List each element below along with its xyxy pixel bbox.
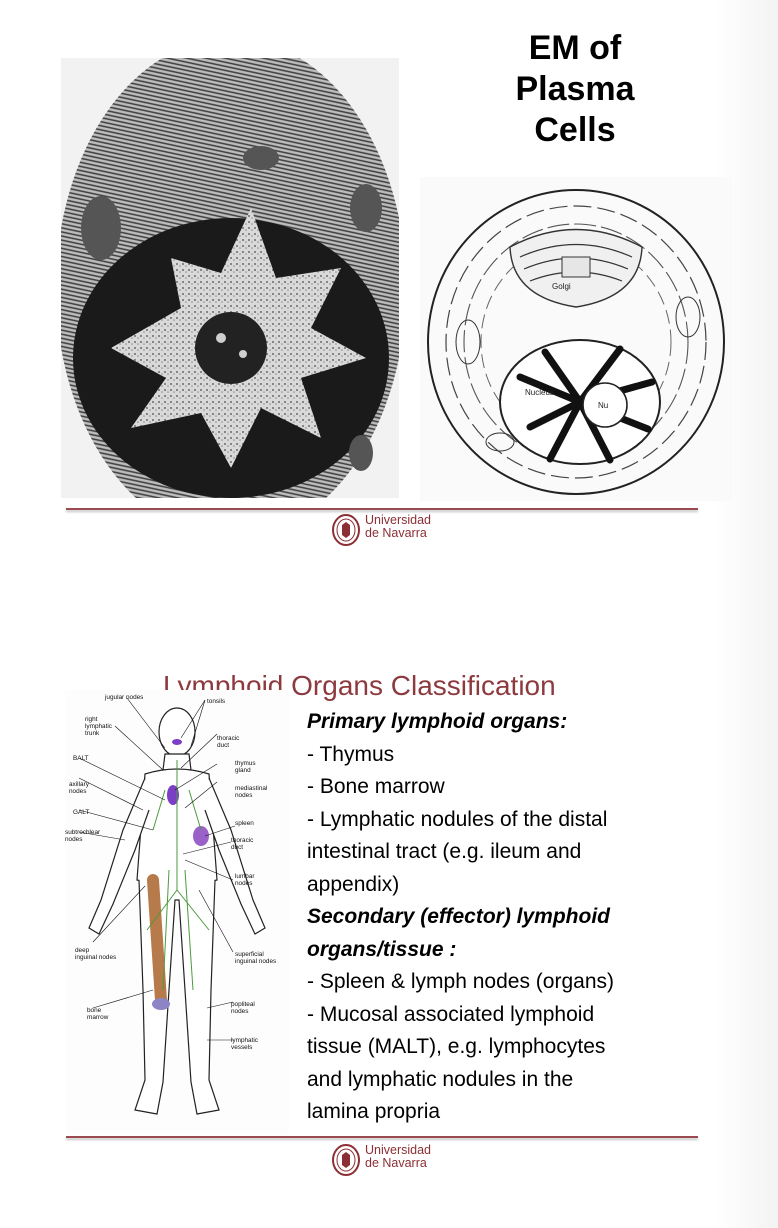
- diagram-label: lymphatic: [85, 723, 113, 730]
- bullet-line: lamina propria: [307, 1100, 441, 1123]
- university-seal-icon: [332, 1144, 360, 1176]
- logo-line: de Navarra: [365, 526, 427, 540]
- nucleus-label: Nucleus: [525, 388, 554, 397]
- divider-line: [66, 1136, 698, 1138]
- slide-lymphoid-organs: Lymphoid Organs Classification: [0, 614, 778, 1228]
- university-seal-icon: [332, 514, 360, 546]
- diagram-label: spleen: [235, 820, 254, 827]
- diagram-label: lumbar: [235, 873, 255, 880]
- classification-text: Primary lymphoid organs: - Thymus - Bone…: [307, 706, 697, 1129]
- lymphatic-system-diagram: jugular nodes tonsils right lymphatic tr…: [65, 690, 289, 1134]
- diagram-label: deep: [75, 947, 90, 954]
- diagram-label: nodes: [231, 1008, 248, 1015]
- diagram-label: bone: [87, 1007, 102, 1014]
- diagram-label: thymus: [235, 760, 256, 767]
- logo-line: Universidad: [365, 1143, 432, 1157]
- bullet-line: appendix): [307, 872, 400, 896]
- diagram-label: marrow: [87, 1014, 109, 1021]
- divider-line: [66, 508, 698, 510]
- university-name: Universidad de Navarra: [365, 514, 431, 540]
- bullet-line: - Thymus: [307, 742, 395, 766]
- diagram-label: gland: [235, 767, 251, 774]
- logo-line: Universidad: [365, 513, 432, 527]
- diagram-label: nodes: [69, 788, 86, 795]
- title-line: Plasma: [515, 70, 635, 108]
- diagram-label: popliteal: [231, 1001, 255, 1008]
- diagram-label: inguinal nodes: [75, 954, 116, 961]
- diagram-label: trunk: [85, 730, 100, 737]
- cell-drawing-image: Golgi Nucleus Nu: [427, 189, 725, 495]
- slide-title: EM of Plasma Cells: [470, 28, 680, 151]
- body-diagram-image: jugular nodes tonsils right lymphatic tr…: [65, 694, 276, 1115]
- diagram-label: GALT: [73, 809, 89, 816]
- diagram-label: thoracic: [217, 735, 240, 742]
- golgi-label: Golgi: [552, 282, 571, 291]
- diagram-label: duct: [231, 844, 243, 851]
- bullet-line: - Bone marrow: [307, 775, 445, 798]
- bullet-line: intestinal tract (e.g. ileum and: [307, 840, 582, 863]
- diagram-label: mediastinal: [235, 785, 267, 792]
- bullet-line: and lymphatic nodules in the: [307, 1067, 574, 1091]
- title-line: Cells: [534, 111, 616, 149]
- diagram-label: nodes: [65, 836, 82, 843]
- diagram-label: jugular nodes: [104, 694, 143, 701]
- university-name: Universidad de Navarra: [365, 1144, 431, 1170]
- heading-line: organs/tissue :: [307, 937, 457, 961]
- diagram-label: tonsils: [207, 698, 225, 705]
- diagram-label: nodes: [235, 792, 252, 799]
- heading-line: Primary lymphoid organs:: [307, 710, 568, 733]
- logo-line: de Navarra: [365, 1156, 427, 1170]
- plasma-cell-drawing: Golgi Nucleus Nu: [420, 177, 732, 501]
- diagram-label: lymphatic: [231, 1037, 259, 1044]
- bullet-line: tissue (MALT), e.g. lymphocytes: [307, 1035, 606, 1058]
- diagram-label: duct: [217, 742, 229, 749]
- bullet-line: - Mucosal associated lymphoid: [307, 1002, 595, 1026]
- slide-em-plasma-cells: EM of Plasma Cells: [61, 28, 732, 551]
- micrograph-image: [61, 58, 399, 498]
- diagram-label: axillary: [69, 781, 90, 788]
- diagram-label: BALT: [73, 755, 89, 762]
- nucleolus-label: Nu: [598, 401, 608, 410]
- bullet-line: - Lymphatic nodules of the distal: [307, 807, 608, 831]
- heading-line: Secondary (effector) lymphoid: [307, 905, 611, 928]
- diagram-label: subtrochlear: [65, 829, 101, 836]
- university-logo: Universidad de Navarra: [331, 1141, 441, 1181]
- university-logo: Universidad de Navarra: [331, 511, 441, 551]
- diagram-label: vessels: [231, 1044, 252, 1051]
- diagram-label: inguinal nodes: [235, 958, 276, 965]
- diagram-label: right: [85, 716, 98, 723]
- electron-micrograph-photo: [61, 58, 399, 498]
- title-line: EM of: [528, 29, 622, 67]
- diagram-label: nodes: [235, 880, 252, 887]
- bullet-line: - Spleen & lymph nodes (organs): [307, 970, 614, 993]
- diagram-label: superficial: [235, 951, 264, 958]
- diagram-label: thoracic: [231, 837, 254, 844]
